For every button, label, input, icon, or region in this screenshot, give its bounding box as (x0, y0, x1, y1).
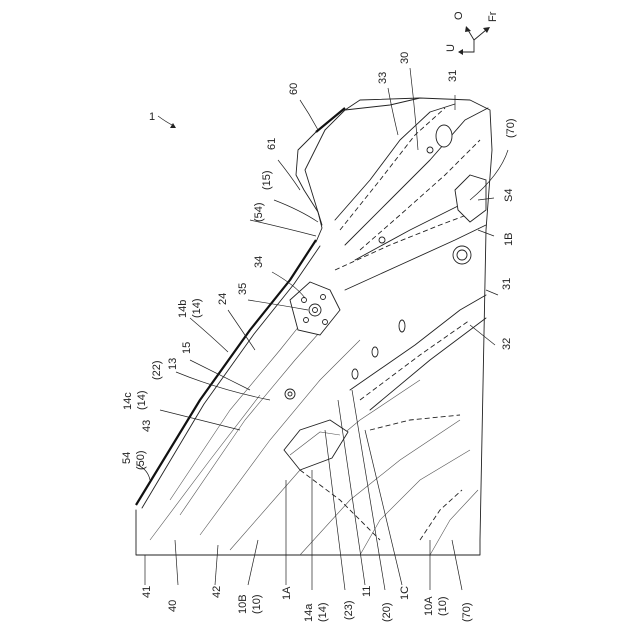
label-43: 43 (141, 420, 153, 432)
arrow-upward-icon (458, 49, 463, 55)
label-30: 30 (399, 52, 411, 64)
label-s4: S4 (503, 189, 515, 202)
label-14c-sub: (14) (136, 390, 148, 410)
label-24: 24 (217, 293, 229, 305)
holes (285, 125, 471, 399)
label-14a-sub: (14) (317, 602, 329, 622)
ref-arrow-icon (170, 123, 176, 128)
label-14a: 14a (303, 603, 315, 622)
label-23: (23) (343, 600, 355, 620)
label-31-top: 31 (447, 70, 459, 82)
label-41: 41 (141, 586, 153, 598)
label-1a: 1A (281, 586, 293, 600)
label-33: 33 (377, 72, 389, 84)
label-1c: 1C (399, 586, 411, 600)
label-32: 32 (501, 338, 513, 350)
label-22: (22) (151, 360, 163, 380)
label-10b: 10B (237, 594, 249, 614)
label-70-right: (70) (505, 118, 517, 138)
label-1b: 1B (503, 233, 515, 246)
label-15: 15 (181, 342, 193, 354)
bracket-14a (284, 420, 348, 470)
label-14b-sub: (14) (191, 298, 203, 318)
orientation-label-o: O (453, 11, 465, 20)
label-14b: 14b (177, 300, 189, 318)
label-60: 60 (288, 83, 300, 95)
label-34: 34 (253, 256, 265, 268)
label-20: (20) (381, 602, 393, 622)
tab-s4 (455, 175, 486, 222)
orientation-indicator: O Fr U (445, 11, 499, 55)
label-50: (50) (135, 450, 147, 470)
label-54-paren: (54) (253, 202, 265, 222)
label-42: 42 (211, 586, 223, 598)
arrow-outward-icon (465, 26, 471, 32)
label-14c: 14c (122, 392, 134, 410)
label-10a-sub: (10) (437, 596, 449, 616)
reference-labels: 60 33 30 31 (70) 61 (15) (54) S4 1B 34 3… (121, 52, 517, 622)
label-11: 11 (361, 586, 373, 597)
ref-label-1: 1 (149, 111, 155, 123)
label-40: 40 (167, 600, 179, 612)
label-15-paren: (15) (261, 170, 273, 190)
orientation-label-u: U (445, 44, 457, 52)
label-31-right: 31 (501, 278, 513, 290)
label-13: 13 (167, 358, 179, 370)
label-61: 61 (266, 138, 278, 150)
label-10b-sub: (10) (251, 594, 263, 614)
orientation-label-fr: Fr (487, 11, 499, 22)
label-10a: 10A (423, 596, 435, 616)
label-54: 54 (121, 452, 133, 464)
label-70-bottom: (70) (461, 602, 473, 622)
label-35: 35 (237, 283, 249, 295)
reference-1: 1 (149, 111, 176, 128)
